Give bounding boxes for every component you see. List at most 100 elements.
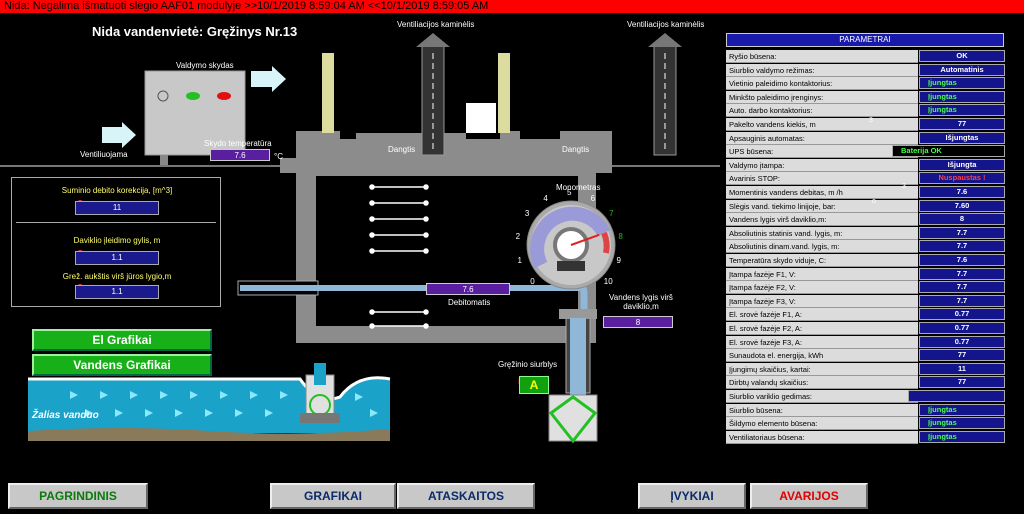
parameter-value: 7.7 <box>919 294 1005 307</box>
parameter-row: Avarinis STOP:Nuspaustas ! <box>726 172 1006 186</box>
parameter-value: 7.60 <box>919 199 1005 212</box>
nav-reports-button[interactable]: ATASKAITOS <box>397 483 535 509</box>
water-pool <box>28 377 390 433</box>
arrow-out-icon <box>251 66 286 92</box>
el-charts-button[interactable]: El Grafikai <box>32 329 212 351</box>
alarm-banner[interactable]: Nida: Negalima išmatuoti slėgio AAF01 mo… <box>0 0 1024 13</box>
parameter-row: Ryšio būsena:OK <box>726 50 1006 63</box>
parameter-label: Auto. darbo kontaktorius: <box>726 104 918 118</box>
parameter-label: Valdymo įtampa: <box>726 158 918 172</box>
parameter-row: Auto. darbo kontaktorius:Įjungtas <box>726 104 1006 118</box>
well-pump-label: Gręžinio siurblys <box>498 360 558 369</box>
nav-alarms-button[interactable]: AVARIJOS <box>750 483 868 509</box>
parameter-value: 77 <box>919 349 1005 362</box>
parameter-row: Minkšto paleidimo įrenginys:Įjungtas <box>726 90 1006 104</box>
parameter-value: 7.7 <box>919 226 1005 239</box>
vent-chimney-left-label: Ventiliacijos kaminėlis <box>397 20 475 29</box>
pump-mode-badge[interactable]: A <box>519 376 549 394</box>
parameter-label: Šildymo elemento būsena: <box>726 417 918 431</box>
parameter-label: Siurblio variklio gedimas: <box>726 390 918 403</box>
parameter-row: Šildymo elemento būsena:Įjungtas <box>726 417 1006 431</box>
parameter-label: Siurblio valdymo režimas: <box>726 63 918 77</box>
parameter-row: Absoliutinis dinam.vand. lygis, m:7.7 <box>726 240 1006 254</box>
parameter-value: Įjungtas <box>919 77 1005 90</box>
parameter-value: Išjungtas <box>919 131 1005 144</box>
parameter-value: OK <box>919 50 1005 62</box>
gauge-tick-label: 8 <box>618 231 623 241</box>
parameter-label: Įtampa fazėje F1, V: <box>726 267 918 281</box>
parameter-row: UPS būsena:Baterija OK <box>726 145 1006 159</box>
parameter-label: Sunaudota el. energija, kWh <box>726 349 918 363</box>
well-height-label: Grež. aukštis virš jūros lygio,m <box>62 272 172 281</box>
gauge-needle <box>570 233 600 246</box>
lid-right-label: Dangtis <box>562 145 590 154</box>
parameter-row: Ventiliatoriaus būsena:Įjungtas <box>726 430 1006 444</box>
parameter-row: Vandens lygis virš daviklio,m:8 <box>726 213 1006 227</box>
parameter-label: El. srovė fazėje F2, A: <box>726 322 918 335</box>
parameter-label: Vietinio paleidimo kontaktorius: <box>726 77 918 91</box>
nav-main-button[interactable]: PAGRINDINIS <box>8 483 148 509</box>
nav-events-button[interactable]: ĮVYKIAI <box>638 483 746 509</box>
parameter-row: Slėgis vand. tiekimo linijoje, bar:7.60 <box>726 199 1006 213</box>
parameter-row: Absoliutinis statinis vand. lygis, m:7.7 <box>726 226 1006 240</box>
parameter-row: El. srovė fazėje F2, A:0.77 <box>726 322 1006 335</box>
ladder-rungs <box>369 184 429 329</box>
parameter-value: 0.77 <box>919 335 1005 348</box>
debitometer-label: Debitomatis <box>448 298 491 307</box>
parameter-label: Temperatūra skydo viduje, C: <box>726 254 918 267</box>
parameter-label: Absoliutinis dinam.vand. lygis, m: <box>726 240 918 254</box>
parameter-label: Siurblio būsena: <box>726 403 918 417</box>
total-flow-label: Suminio debito korekcija, [m^3] <box>61 186 173 195</box>
parameter-label: Ryšio būsena: <box>726 50 918 63</box>
water-charts-button[interactable]: Vandens Grafikai <box>32 354 212 376</box>
panel-lamp-red <box>217 92 231 100</box>
gauge-tick-label: 0 <box>530 276 535 286</box>
parameter-value: 0.77 <box>919 322 1005 334</box>
parameter-value: 0.77 <box>919 308 1005 321</box>
gauge-tick-label: 3 <box>524 209 530 219</box>
panel-temp-unit: °C <box>274 152 283 161</box>
parameter-value: Įjungtas <box>919 90 1005 103</box>
unit-superscript: 3 <box>902 183 906 190</box>
parameter-row: Vietinio paleidimo kontaktorius:Įjungtas <box>726 77 1006 91</box>
parameter-label: Dirbtų valandų skaičius: <box>726 376 918 390</box>
parameter-label: Ventiliatoriaus būsena: <box>726 430 918 444</box>
parameter-row: El. srovė fazėje F3, A:0.77 <box>726 335 1006 349</box>
parameter-value: 77 <box>919 118 1005 130</box>
parameter-value: Įjungtas <box>919 417 1005 430</box>
panel-lamp-green <box>186 92 200 100</box>
parameter-value: Įjungtas <box>919 430 1005 443</box>
parameter-row: Temperatūra skydo viduje, C:7.6 <box>726 254 1006 267</box>
well-pump <box>548 394 598 442</box>
panel-temp-value: 7.6 <box>210 149 270 161</box>
parameter-value: 7.7 <box>919 281 1005 294</box>
manometer-label: Monometras <box>556 183 601 192</box>
parameter-label: Apsauginis automatas: <box>726 131 918 145</box>
well-height-value[interactable]: 1.1 <box>75 285 159 299</box>
parameter-row: El. srovė fazėje F1, A:0.77 <box>726 308 1006 322</box>
water-level-label: Vandens lygis virš daviklio,m <box>609 293 673 311</box>
parameter-row: Įtampa fazėje F1, V:7.7 <box>726 267 1006 281</box>
parameter-label: Slėgis vand. tiekimo linijoje, bar: <box>726 199 918 213</box>
parameter-value: 11 <box>919 362 1005 375</box>
nav-charts-button[interactable]: GRAFIKAI <box>270 483 396 509</box>
gauge-tick-label: 6 <box>590 193 596 203</box>
parameter-value: Išjungta <box>919 158 1005 171</box>
control-panel-label: Valdymo skydas <box>176 61 234 70</box>
parameter-row: Apsauginis automatas:Išjungtas <box>726 131 1006 145</box>
parameter-row: Įtampa fazėje F3, V:7.7 <box>726 294 1006 308</box>
arrow-in-icon <box>102 122 136 148</box>
parameter-value: Baterija OK <box>892 145 1005 158</box>
parameter-label: Minkšto paleidimo įrenginys: <box>726 90 918 104</box>
green-water-label: Žalias vanduo <box>32 410 99 421</box>
parameter-label: Įjungimų skaičius, kartai: <box>726 362 918 376</box>
parameter-label: Vandens lygis virš daviklio,m: <box>726 213 918 227</box>
parameter-value: Įjungtas <box>919 104 1005 117</box>
debitometer-value: 7.6 <box>426 283 510 295</box>
gauge-tick-label: 1 <box>517 256 522 266</box>
parameter-value: Automatinis <box>919 63 1005 76</box>
vent-chimney-right-label: Ventiliacijos kaminėlis <box>627 20 705 29</box>
sensor-depth-value[interactable]: 1.1 <box>75 251 159 265</box>
total-flow-value[interactable]: 11 <box>75 201 159 215</box>
